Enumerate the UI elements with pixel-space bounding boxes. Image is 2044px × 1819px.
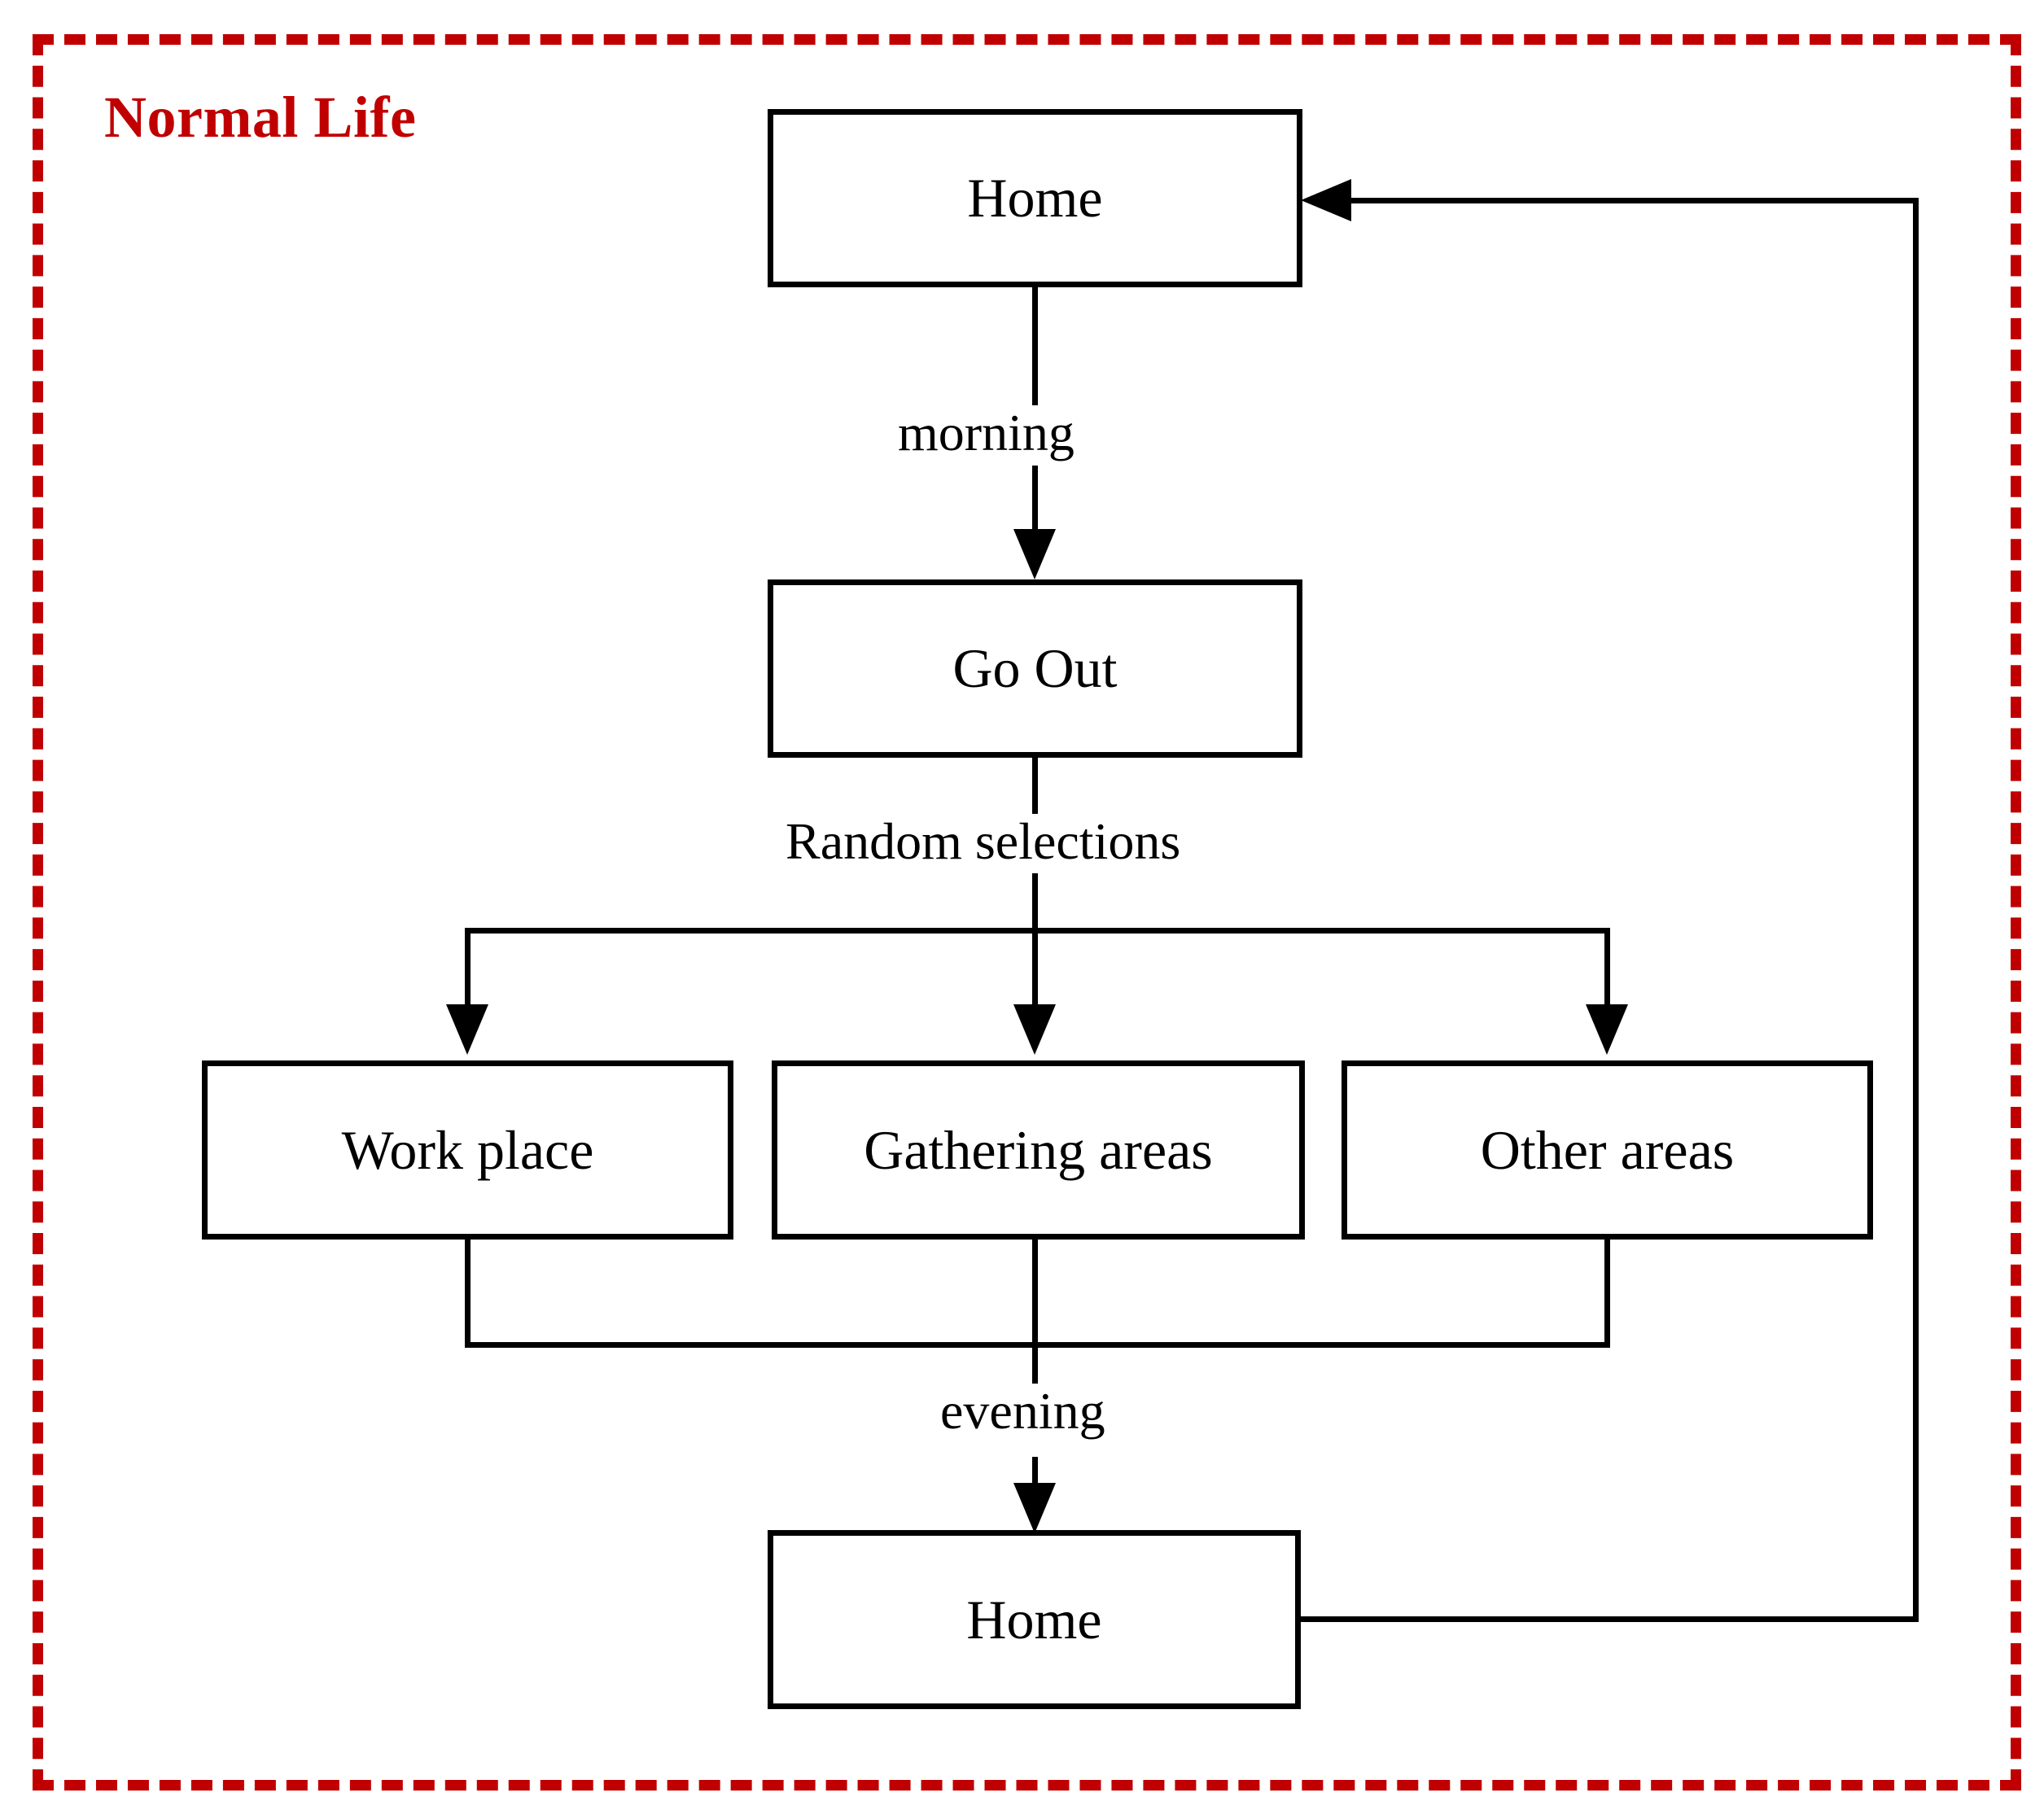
edge-home-to-goout-line-lower: [1032, 466, 1038, 533]
edge-home-to-goout-line-upper: [1032, 287, 1038, 440]
normal-life-group-border: [33, 34, 2021, 1791]
merge-line-other-areas: [1604, 1240, 1610, 1348]
edge-label-morning: morning: [890, 405, 1083, 460]
feedback-line-bottom: [1301, 1616, 1919, 1622]
edge-goout-branch-line-upper: [1032, 758, 1038, 823]
arrowhead-down-to-goout: [1013, 529, 1056, 579]
edge-label-random-selections: Random selections: [777, 814, 1189, 868]
node-gathering-areas[interactable]: Gathering areas: [772, 1060, 1305, 1240]
node-home-top[interactable]: Home: [768, 109, 1302, 287]
arrowhead-down-to-home-bottom: [1013, 1483, 1056, 1533]
edge-merge-to-home-line-upper: [1032, 1342, 1038, 1391]
edge-goout-branch-line-lower: [1032, 873, 1038, 933]
branch-line-gathering-areas: [1032, 928, 1038, 1008]
branch-line-other-areas: [1604, 928, 1610, 1008]
arrowhead-down-to-gathering-areas: [1013, 1004, 1056, 1055]
group-title: Normal Life: [104, 85, 417, 150]
feedback-line-top: [1347, 198, 1919, 203]
arrowhead-down-to-work-place: [446, 1004, 488, 1055]
feedback-line-right: [1913, 198, 1919, 1622]
edge-merge-to-home-line-lower: [1032, 1457, 1038, 1493]
branch-line-work-place: [465, 928, 471, 1008]
node-home-bottom[interactable]: Home: [768, 1530, 1301, 1709]
arrowhead-down-to-other-areas: [1586, 1004, 1628, 1055]
node-go-out[interactable]: Go Out: [768, 579, 1302, 758]
node-other-areas[interactable]: Other areas: [1342, 1060, 1873, 1240]
merge-line-gathering-areas: [1032, 1240, 1038, 1348]
edge-label-evening: evening: [932, 1384, 1114, 1438]
arrowhead-left-to-home-top: [1301, 179, 1351, 221]
merge-line-work-place: [465, 1240, 471, 1348]
node-work-place[interactable]: Work place: [202, 1060, 733, 1240]
